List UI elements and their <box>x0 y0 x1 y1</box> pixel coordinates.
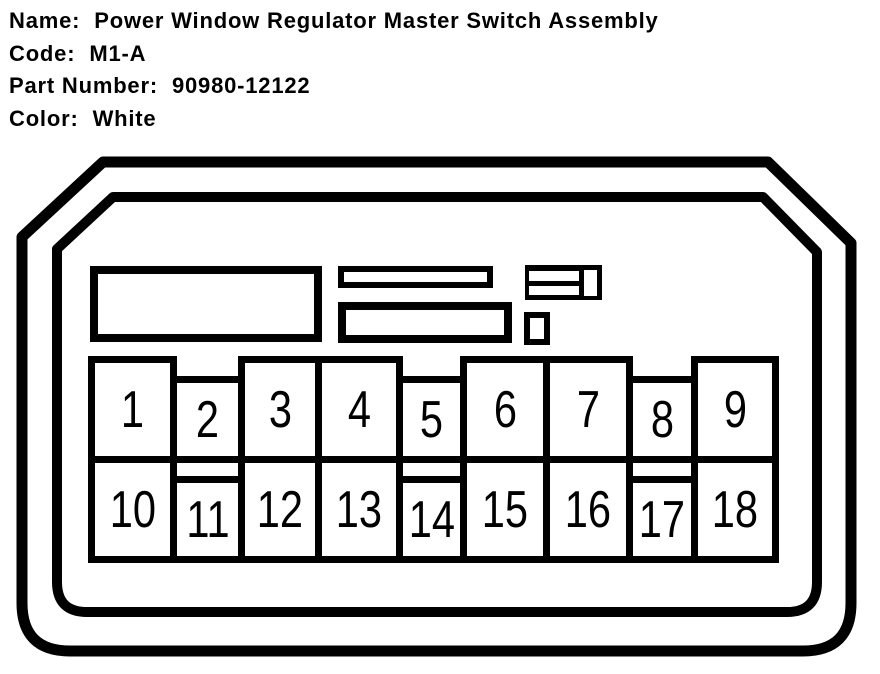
name-value: Power Window Regulator Master Switch Ass… <box>94 8 659 33</box>
pin-number-wrap: 12 <box>245 463 315 556</box>
pin-cell-18: 18 <box>691 456 779 563</box>
pin-divider-bar <box>177 476 238 483</box>
pin-number-wrap: 3 <box>245 363 315 456</box>
pin-number-wrap: 17 <box>633 483 691 556</box>
pin-number-16: 16 <box>564 480 612 539</box>
pin-number-8: 8 <box>650 390 674 449</box>
name-label: Name: <box>9 8 81 33</box>
pin-cell-14: 14 <box>396 456 467 563</box>
keyway-slot-lower <box>529 286 579 295</box>
large-cavity <box>90 266 322 342</box>
pin-number-wrap: 9 <box>698 363 772 456</box>
pin-number-4: 4 <box>347 380 371 439</box>
pin-cell-7: 7 <box>543 356 633 463</box>
pin-number-10: 10 <box>109 480 156 539</box>
pin-number-15: 15 <box>481 480 529 539</box>
pin-number-13: 13 <box>335 480 383 539</box>
pin-number-wrap: 14 <box>403 483 460 556</box>
pin-number-wrap: 11 <box>177 483 238 556</box>
pin-number-wrap: 4 <box>322 363 396 456</box>
part-number-label: Part Number: <box>9 73 158 98</box>
keyway-slot-upper <box>529 271 579 281</box>
pin-cell-12: 12 <box>238 456 322 563</box>
pin-number-7: 7 <box>576 380 600 439</box>
pin-number-2: 2 <box>195 390 220 449</box>
pin-gap-band <box>177 463 238 476</box>
color-label: Color: <box>9 106 79 131</box>
slot-cavity-bottom <box>338 302 512 343</box>
name-line: Name: Power Window Regulator Master Switc… <box>9 8 659 34</box>
connector-inner-outline <box>52 192 822 617</box>
pin-number-wrap: 16 <box>550 463 626 556</box>
part-number-line: Part Number: 90980-12122 <box>9 73 310 99</box>
code-value: M1-A <box>89 41 147 66</box>
pin-number-12: 12 <box>256 480 304 539</box>
pin-divider-bar <box>633 476 691 483</box>
pin-gap-band <box>633 463 691 476</box>
pin-number-9: 9 <box>723 380 747 439</box>
part-number-value: 90980-12122 <box>171 73 311 98</box>
slot-cavity-top <box>338 266 493 288</box>
pin-cell-1: 1 <box>88 356 177 463</box>
pin-number-wrap: 2 <box>177 383 238 456</box>
pin-number-3: 3 <box>268 380 292 439</box>
pin-cell-10: 10 <box>88 456 177 563</box>
pin-number-17: 17 <box>638 490 686 549</box>
pin-number-wrap: 10 <box>95 463 170 556</box>
pin-number-6: 6 <box>493 380 517 439</box>
pin-cell-15: 15 <box>460 456 550 563</box>
pin-cell-5: 5 <box>396 376 467 463</box>
pin-cell-3: 3 <box>238 356 322 463</box>
connector-outer-outline <box>16 156 857 657</box>
pin-cell-9: 9 <box>691 356 779 463</box>
pin-cell-17: 17 <box>626 456 698 563</box>
code-line: Code: M1-A <box>9 41 146 67</box>
pin-cell-11: 11 <box>170 456 245 563</box>
pin-number-5: 5 <box>419 390 444 449</box>
pin-number-wrap: 1 <box>95 363 170 456</box>
code-label: Code: <box>9 41 76 66</box>
pin-gap-band <box>403 463 460 476</box>
pin-number-14: 14 <box>408 490 455 549</box>
pin-number-wrap: 6 <box>467 363 543 456</box>
pin-number-18: 18 <box>711 480 759 539</box>
pin-number-wrap: 13 <box>322 463 396 556</box>
pin-number-wrap: 5 <box>403 383 460 456</box>
pin-number-wrap: 7 <box>550 363 626 456</box>
color-line: Color: White <box>9 106 156 132</box>
pin-number-1: 1 <box>120 380 145 439</box>
pin-cell-16: 16 <box>543 456 633 563</box>
pin-cell-4: 4 <box>315 356 403 463</box>
pin-number-wrap: 18 <box>698 463 772 556</box>
pin-cell-13: 13 <box>315 456 403 563</box>
small-cavity <box>524 312 550 345</box>
pin-number-11: 11 <box>185 490 230 549</box>
keyway-block <box>525 265 602 300</box>
pin-cell-2: 2 <box>170 376 245 463</box>
pin-number-wrap: 15 <box>467 463 543 556</box>
keyway-slot-vertical <box>584 270 597 296</box>
pin-cell-6: 6 <box>460 356 550 463</box>
pin-divider-bar <box>403 476 460 483</box>
color-value: White <box>92 106 157 131</box>
pin-number-wrap: 8 <box>633 383 691 456</box>
pin-cell-8: 8 <box>626 376 698 463</box>
